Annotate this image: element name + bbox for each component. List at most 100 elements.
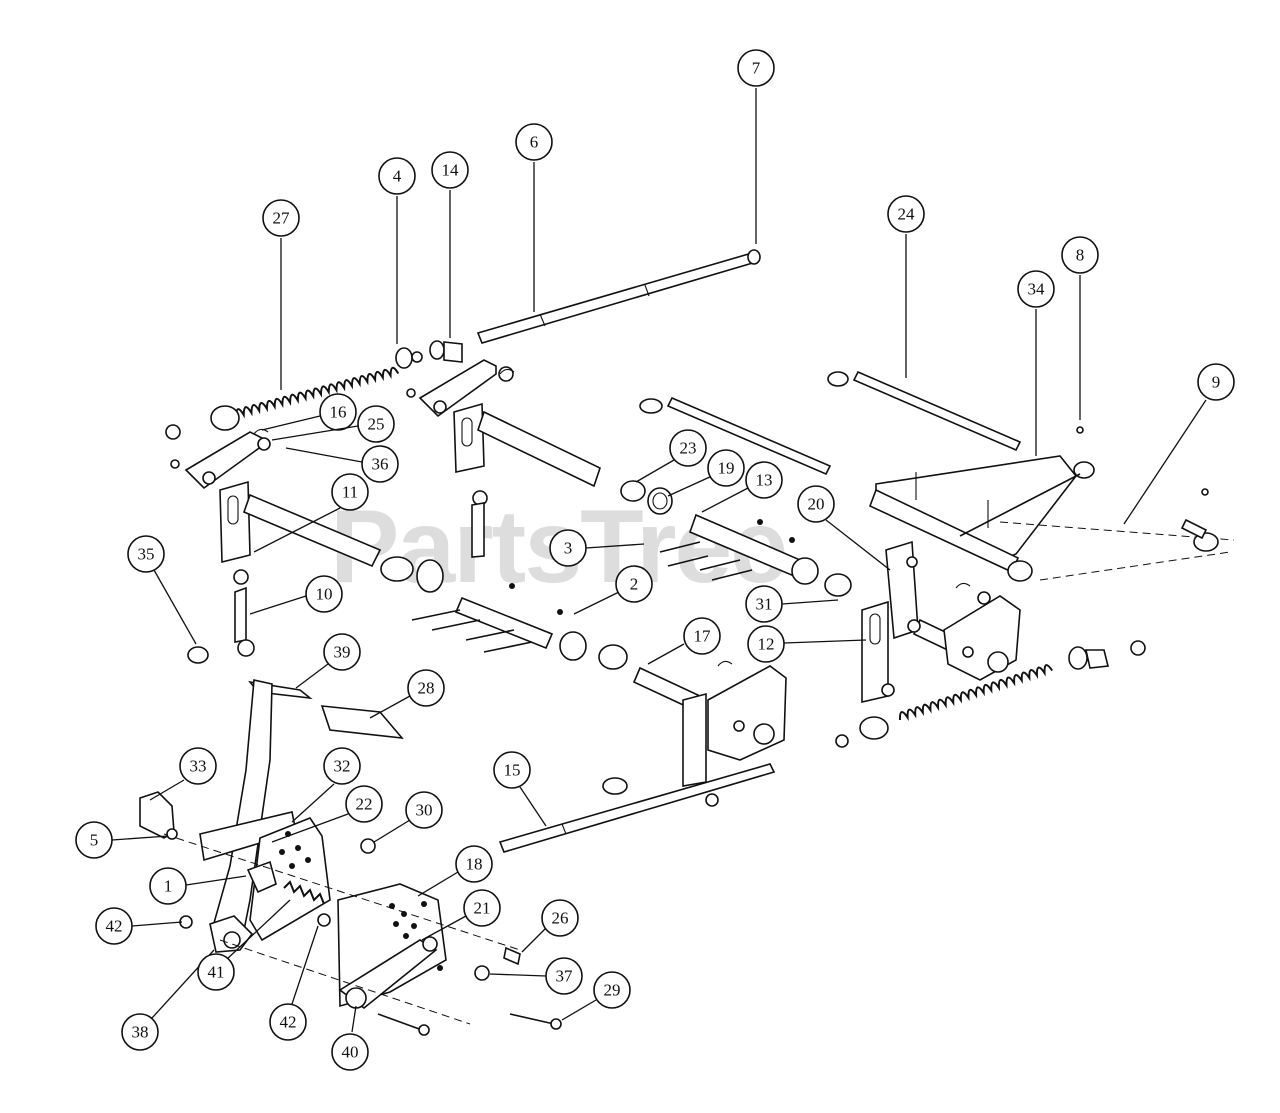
callout-label: 10	[316, 585, 333, 604]
callout-19[interactable]: 19	[667, 449, 745, 497]
callout-6[interactable]: 6	[515, 123, 553, 312]
rod-15	[498, 763, 776, 853]
callout-11[interactable]: 11	[253, 473, 369, 553]
lever-assembly	[139, 679, 562, 1036]
callout-label: 37	[556, 967, 574, 986]
callout-13[interactable]: 13	[701, 461, 783, 513]
callout-10[interactable]: 10	[249, 575, 343, 615]
callout-label: 27	[273, 209, 291, 228]
left-pivot-assembly	[170, 431, 444, 664]
callout-17[interactable]: 17	[647, 617, 721, 665]
callout-label: 34	[1028, 280, 1046, 299]
callout-label: 11	[342, 483, 358, 502]
front-assembly-17	[632, 665, 787, 807]
callout-label: 9	[1212, 373, 1221, 392]
callout-label: 30	[416, 801, 433, 820]
callout-label: 32	[334, 757, 351, 776]
callout-25[interactable]: 25	[271, 405, 395, 443]
callout-40[interactable]: 40	[331, 1005, 369, 1071]
shaft-2	[411, 583, 628, 670]
callout-18[interactable]: 18	[417, 845, 493, 897]
callout-2[interactable]: 2	[573, 565, 653, 615]
callout-label: 26	[552, 909, 569, 928]
callout-22[interactable]: 22	[271, 785, 383, 843]
callouts: 1 2 3 4 5 6 7	[75, 49, 1235, 1071]
callout-33[interactable]: 33	[149, 747, 217, 801]
callout-label: 1	[164, 877, 173, 896]
callout-15[interactable]: 15	[493, 751, 547, 827]
callout-label: 19	[718, 459, 735, 478]
callout-label: 22	[356, 795, 373, 814]
callout-label: 28	[418, 679, 435, 698]
callout-27[interactable]: 27	[262, 199, 300, 390]
callout-label: 18	[466, 855, 483, 874]
callout-label: 41	[208, 963, 225, 982]
callout-4[interactable]: 4	[378, 157, 416, 344]
callout-label: 15	[504, 761, 521, 780]
callout-label: 16	[330, 403, 347, 422]
callout-label: 24	[898, 205, 916, 224]
callout-31[interactable]: 31	[745, 585, 839, 623]
spring-assembly-left	[165, 347, 423, 440]
callout-37[interactable]: 37	[489, 957, 583, 995]
callout-32[interactable]: 32	[291, 747, 361, 823]
callout-30[interactable]: 30	[373, 791, 443, 843]
callout-label: 33	[190, 757, 207, 776]
callout-label: 20	[808, 495, 825, 514]
callout-8[interactable]: 8	[1061, 236, 1099, 420]
callout-3[interactable]: 3	[549, 529, 645, 567]
callout-label: 21	[474, 899, 491, 918]
callout-label: 35	[138, 545, 155, 564]
bushings-23-19	[620, 480, 673, 515]
callout-9[interactable]: 9	[1123, 363, 1235, 525]
callout-label: 4	[393, 167, 402, 186]
callout-label: 3	[564, 539, 573, 558]
callout-label: 42	[280, 1013, 297, 1032]
callout-41[interactable]: 41	[197, 899, 291, 991]
callout-24[interactable]: 24	[887, 195, 925, 378]
callout-label: 13	[756, 471, 773, 490]
callout-label: 23	[680, 439, 697, 458]
callout-28[interactable]: 28	[369, 669, 445, 719]
callout-21[interactable]: 21	[421, 889, 501, 941]
sleeve-14	[429, 340, 463, 363]
rod-middle	[639, 396, 832, 476]
callout-35[interactable]: 35	[127, 535, 197, 645]
callout-14[interactable]: 14	[431, 151, 469, 338]
callout-label: 8	[1076, 246, 1085, 265]
callout-label: 29	[604, 981, 621, 1000]
callout-20[interactable]: 20	[797, 485, 891, 571]
callout-label: 40	[342, 1043, 359, 1062]
callout-label: 2	[630, 575, 639, 594]
clip-pins	[253, 368, 971, 667]
spring-assembly-right	[835, 640, 1146, 748]
rod-24	[827, 370, 1022, 452]
callout-38[interactable]: 38	[121, 949, 215, 1051]
callout-29[interactable]: 29	[561, 971, 631, 1021]
callout-16[interactable]: 16	[261, 393, 357, 431]
callout-label: 12	[758, 635, 775, 654]
center-pivot-assembly	[406, 359, 601, 558]
callout-42-left[interactable]: 42	[95, 907, 183, 945]
callout-label: 7	[752, 59, 761, 78]
part-drawings	[139, 249, 1235, 1036]
callout-34[interactable]: 34	[1017, 270, 1055, 456]
right-pivot-assembly	[861, 540, 1021, 704]
callout-label: 6	[530, 133, 539, 152]
frame-34	[868, 426, 1235, 582]
callout-36[interactable]: 36	[285, 445, 399, 483]
callout-label: 17	[694, 627, 712, 646]
pedal-39-28	[248, 680, 404, 740]
callout-26[interactable]: 26	[521, 899, 579, 953]
callout-label: 42	[106, 917, 123, 936]
rod-6	[476, 249, 761, 344]
callout-label: 14	[442, 161, 460, 180]
callout-7[interactable]: 7	[737, 49, 775, 244]
callout-5[interactable]: 5	[75, 821, 169, 859]
callout-1[interactable]: 1	[149, 867, 247, 905]
callout-23[interactable]: 23	[635, 429, 707, 483]
callout-42-bottom[interactable]: 42	[269, 925, 319, 1041]
callout-39[interactable]: 39	[295, 633, 361, 689]
callout-label: 39	[334, 643, 351, 662]
callout-12[interactable]: 12	[747, 625, 867, 663]
